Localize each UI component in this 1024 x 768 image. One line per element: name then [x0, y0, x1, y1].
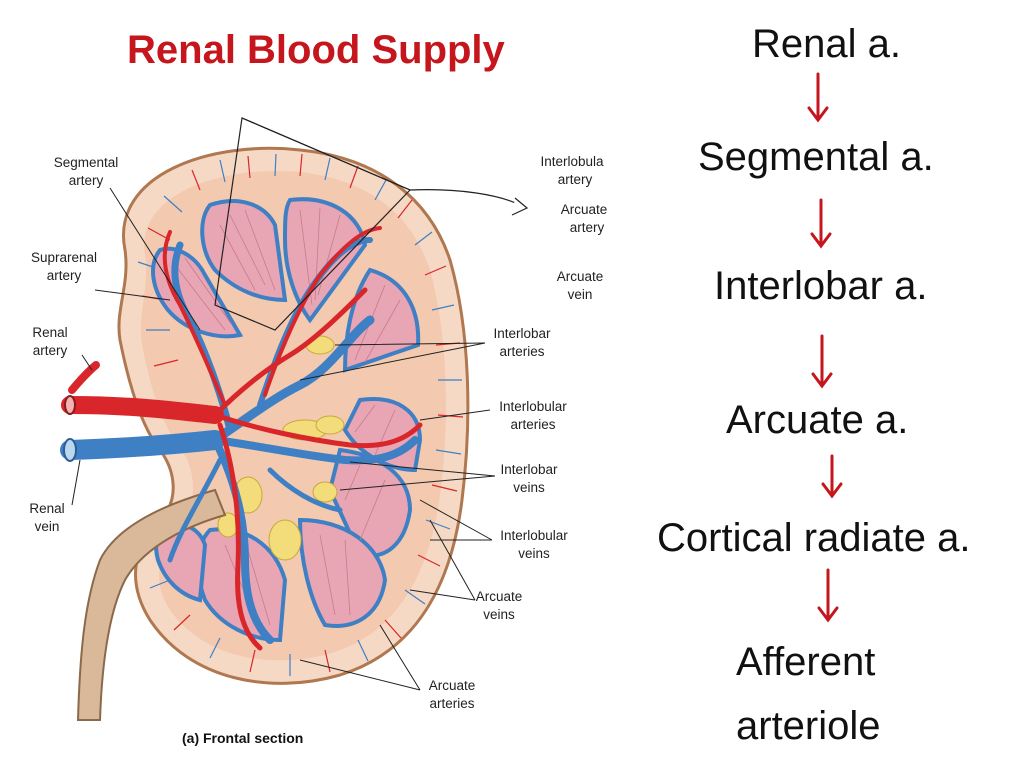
down-arrow-icon [821, 454, 843, 499]
label-interlobular-arteries-line1: Interlobular [499, 399, 567, 414]
label-interlobar-arteries-line1: Interlobar [493, 326, 551, 341]
label-segmental-artery-line2: artery [69, 173, 104, 188]
renal-artery-vessel [61, 226, 423, 651]
label-interlobar-veins-line2: veins [513, 480, 545, 495]
flow-step-interlobar-artery: Interlobar a. [714, 264, 928, 308]
renal-artery-lumen [64, 395, 76, 415]
label-suprarenal-artery-line1: Suprarenal [31, 250, 97, 265]
flow-step-renal-artery: Renal a. [752, 22, 901, 66]
flow-step-afferent: Afferent [736, 640, 876, 684]
label-arcuate-veins-line2: veins [483, 607, 515, 622]
label-interlobular-artery-line2: artery [558, 172, 593, 187]
label-renal-artery-line1: Renal [32, 325, 67, 340]
label-interlobar-arteries-line2: arteries [499, 344, 544, 359]
pyramid-1 [200, 199, 288, 303]
leader-lines [71, 187, 496, 691]
label-interlobar-veins-line1: Interlobar [500, 462, 558, 477]
label-segmental-artery-line1: Segmental [54, 155, 119, 170]
label-interlobular-artery-line1: Interlobula [540, 154, 604, 169]
label-interlobular-arteries-line2: arteries [510, 417, 555, 432]
ureter [76, 488, 227, 721]
label-suprarenal-artery-line2: artery [47, 268, 82, 283]
cortical-radiate-vessels [137, 153, 464, 676]
diagram-caption: (a) Frontal section [182, 730, 303, 746]
label-interlobular-veins-line1: Interlobular [500, 528, 568, 543]
label-arcuate-artery-line2: artery [570, 220, 605, 235]
label-arcuate-veins-line1: Arcuate [476, 589, 523, 604]
pyramid-7 [297, 517, 388, 628]
label-arcuate-arteries-line2: arteries [429, 696, 474, 711]
label-interlobular-veins-line2: veins [518, 546, 550, 561]
zoom-callout [214, 117, 529, 331]
page-title: Renal Blood Supply [127, 28, 505, 72]
down-arrow-icon [807, 72, 829, 123]
flow-step-cortical-radiate-artery: Cortical radiate a. [657, 516, 971, 560]
pyramid-2 [282, 197, 368, 324]
label-renal-artery-line2: artery [33, 343, 68, 358]
flow-step-segmental-artery: Segmental a. [698, 135, 934, 179]
flow-step-arteriole: arteriole [736, 704, 881, 748]
label-arcuate-vein-line2: vein [568, 287, 593, 302]
label-arcuate-vein-line1: Arcuate [557, 269, 604, 284]
renal-vein-lumen [63, 438, 77, 462]
label-renal-vein-line1: Renal [29, 501, 64, 516]
down-arrow-icon [810, 198, 832, 249]
down-arrow-icon [811, 334, 833, 389]
down-arrow-icon [817, 568, 839, 623]
kidney-frontal-section-diagram: Segmental artery Suprarenal artery Renal… [29, 117, 608, 746]
label-arcuate-artery-line1: Arcuate [561, 202, 608, 217]
label-arcuate-arteries-line1: Arcuate [429, 678, 476, 693]
flow-step-arcuate-artery: Arcuate a. [726, 398, 909, 442]
label-renal-vein-line2: vein [35, 519, 60, 534]
